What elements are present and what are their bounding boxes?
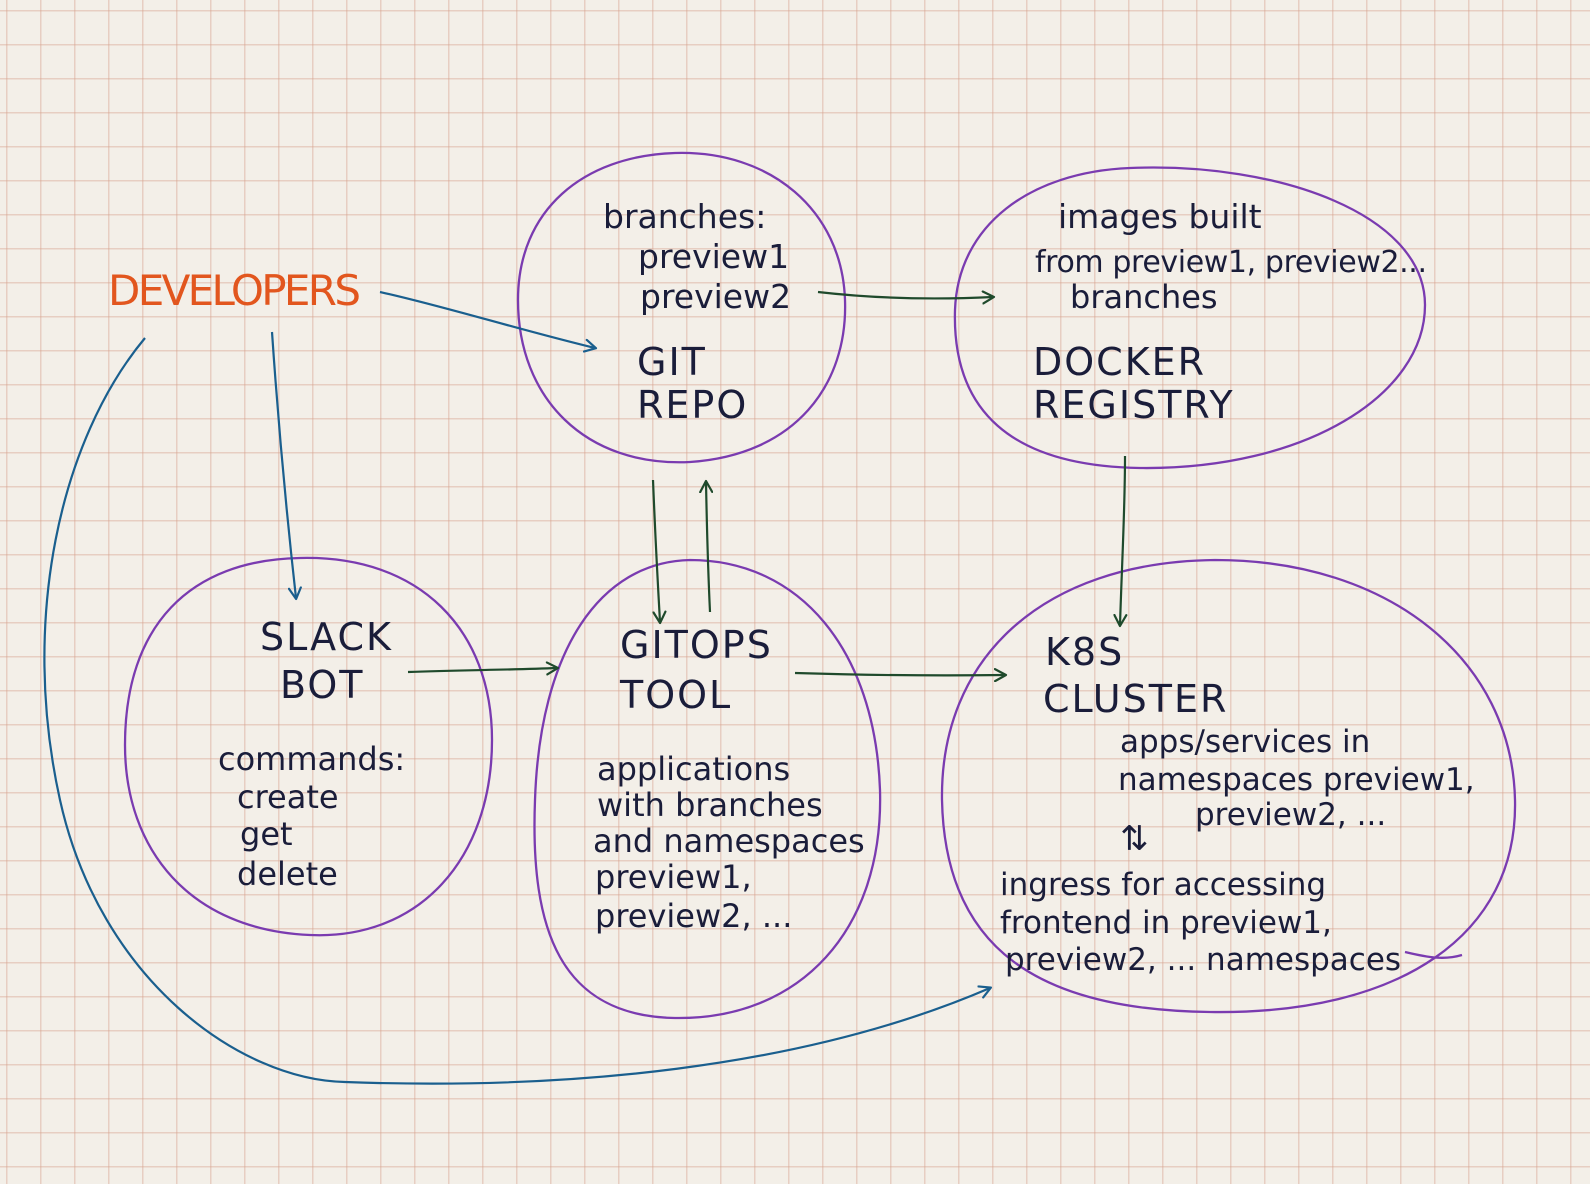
gitops-desc-4: preview1, [595,858,752,896]
k8s-cluster-circle [940,558,1517,1014]
slack-title-1: SLACK [260,615,393,659]
git-repo-title-2: REPO [637,383,748,427]
arrow-git-to-docker [817,292,993,298]
docker-desc-1: images built [1058,197,1262,236]
arrow-developers-to-git [379,290,595,348]
gitops-title-1: GITOPS [620,623,773,667]
arrow-docker-to-k8s [1120,455,1125,625]
k8s-link-symbol: ⇅ [1120,819,1149,859]
gitops-desc-2: with branches [597,786,823,824]
arrow-gitops-to-k8s [794,673,1005,675]
arrow-developers-to-k8s [43,337,990,1085]
arrow-gitops-to-git [706,482,710,613]
git-branch-preview2: preview2 [640,277,791,316]
docker-desc-3: branches [1070,278,1218,316]
k8s-apps-2: namespaces preview1, [1118,762,1475,798]
slack-cmd-delete: delete [237,855,338,893]
gitops-tool-circle [533,558,882,1020]
k8s-title-1: K8S [1045,630,1124,674]
slack-cmd-get: get [240,815,293,853]
git-repo-circle [516,151,847,464]
arrow-git-to-gitops [651,479,660,622]
docker-desc-2: from preview1, preview2... [1035,245,1427,280]
gitops-title-2: TOOL [619,673,732,717]
arrow-developers-to-slack [270,331,296,598]
k8s-title-2: CLUSTER [1043,677,1228,721]
git-repo-title-1: GIT [637,340,707,384]
arrow-slack-to-gitops [407,668,557,672]
k8s-apps-3: preview2, ... [1195,797,1386,833]
slack-title-2: BOT [280,663,365,707]
gitops-desc-3: and namespaces [593,822,865,860]
slack-bot-circle [123,556,494,937]
docker-title-1: DOCKER [1033,340,1206,384]
docker-registry-circle [953,166,1427,470]
k8s-ingress-1: ingress for accessing [1000,867,1326,903]
git-branch-preview1: preview1 [638,237,789,276]
k8s-ingress-2: frontend in preview1, [1000,905,1332,941]
gitops-desc-1: applications [597,750,790,788]
gitops-desc-5: preview2, ... [595,897,792,935]
slack-cmd-create: create [237,778,339,816]
k8s-apps-1: apps/services in [1120,724,1370,760]
docker-title-2: REGISTRY [1033,383,1235,427]
git-branches-label: branches: [603,197,766,236]
k8s-ingress-3: preview2, ... namespaces [1005,942,1401,978]
slack-commands-label: commands: [218,740,405,778]
developers-label: DEVELOPERS [108,266,363,315]
